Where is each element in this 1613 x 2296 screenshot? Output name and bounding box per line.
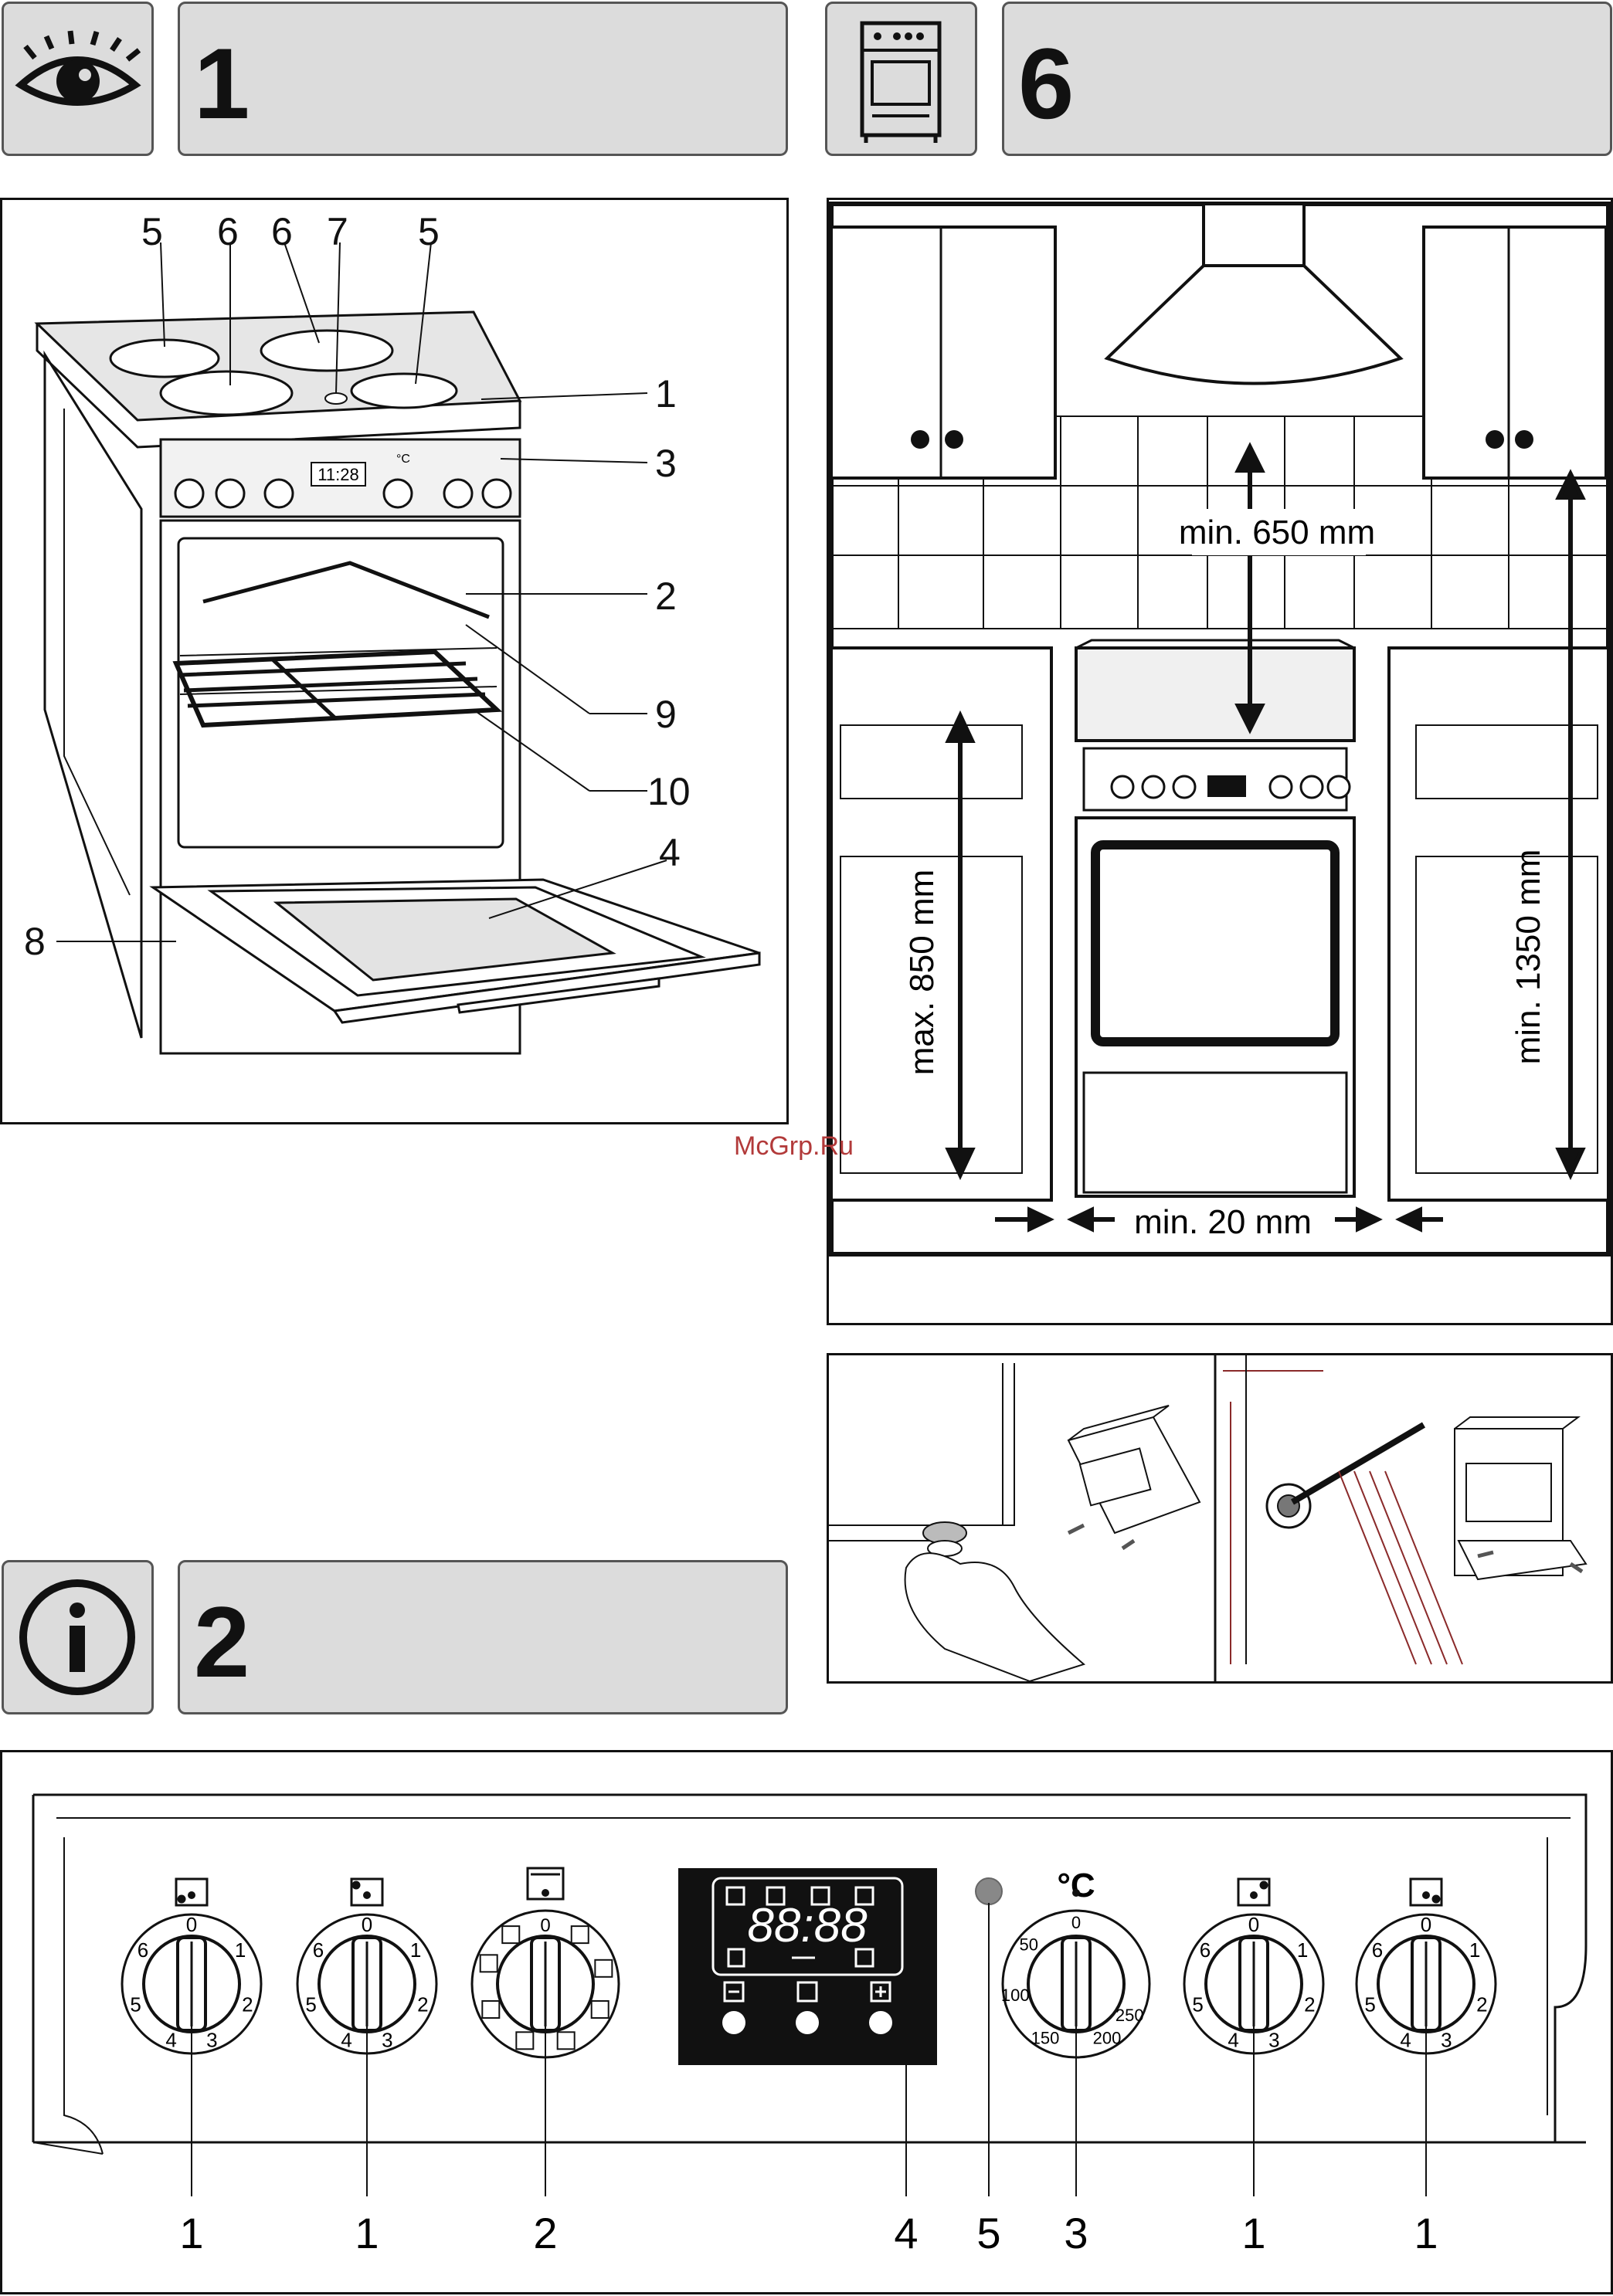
side-gap-label: min. 20 mm bbox=[1134, 1203, 1312, 1241]
watermark: McGrp.Ru bbox=[734, 1131, 854, 1162]
indicator-lamp bbox=[976, 1878, 1002, 1904]
callout-hotplate-small-right: 5 bbox=[418, 210, 440, 253]
cooker-icon-box bbox=[825, 2, 977, 156]
installation-figure: min. 650 mm max. 850 mm min. 1350 mm min… bbox=[827, 198, 1613, 1325]
knob-scale-label: 5 bbox=[305, 1992, 316, 2016]
callout-hotplate-knob-front-right: 1 bbox=[1414, 2209, 1438, 2257]
info-icon-box bbox=[2, 1560, 154, 1714]
callout-hotplate-knob-back-right: 1 bbox=[1241, 2209, 1265, 2257]
info-icon bbox=[4, 1562, 151, 1712]
knob-scale-label: 4 bbox=[1400, 2028, 1411, 2051]
section-number: 1 bbox=[194, 33, 250, 134]
cooker-overview-figure: 11:28 °C bbox=[0, 198, 789, 1124]
knob-scale-label: 5 bbox=[1192, 1992, 1203, 2016]
section-6-header: 6 bbox=[1002, 2, 1612, 156]
eye-icon bbox=[4, 4, 151, 154]
knob-scale-label: 2 bbox=[1476, 1992, 1487, 2016]
plus-button[interactable] bbox=[869, 2011, 892, 2034]
knob-scale-label: 0 bbox=[540, 1915, 550, 1936]
knob-scale-label: 0 bbox=[1421, 1913, 1431, 1936]
cooker-icon bbox=[827, 4, 975, 154]
callout-hotplate-large-right: 6 bbox=[271, 210, 293, 253]
levelling-figure bbox=[827, 1353, 1613, 1684]
thermostat-knob[interactable]: 0 50 100 150 200 250 bbox=[1001, 1889, 1149, 2057]
knob-scale-label: 6 bbox=[1200, 1938, 1211, 1962]
callout-oven-function-knob: 2 bbox=[533, 2209, 557, 2257]
knob-scale-label: 0 bbox=[1071, 1913, 1081, 1932]
display-digits: 88:88 bbox=[747, 1899, 868, 1952]
knob-scale-label: 0 bbox=[362, 1913, 372, 1936]
callout-oven: 2 bbox=[655, 575, 677, 618]
knob-scale-label: 2 bbox=[1304, 1992, 1315, 2016]
knob-scale-label: 100 bbox=[1001, 1986, 1030, 2005]
knob-scale-label: 6 bbox=[313, 1938, 324, 1962]
callout-hotplate-knob-back-left: 1 bbox=[355, 2209, 379, 2257]
overview-temp-unit: °C bbox=[396, 453, 410, 466]
knob-scale-label: 4 bbox=[1228, 2028, 1238, 2051]
knob-scale-label: 2 bbox=[417, 1992, 428, 2016]
knob-scale-label: 5 bbox=[130, 1992, 141, 2016]
callout-thermostat-knob: 3 bbox=[1064, 2209, 1088, 2257]
knob-scale-label: 1 bbox=[235, 1938, 246, 1962]
temperature-symbol: °C bbox=[1057, 1867, 1095, 1904]
knob-scale-label: 0 bbox=[1248, 1913, 1259, 1936]
knob-scale-label: 4 bbox=[165, 2028, 176, 2051]
knob-scale-label: 0 bbox=[186, 1913, 197, 1936]
minus-button[interactable] bbox=[722, 2011, 745, 2034]
callout-indicator: 7 bbox=[327, 210, 348, 253]
max-height-label: max. 850 mm bbox=[903, 870, 941, 1076]
knob-scale-label: 4 bbox=[341, 2028, 351, 2051]
knob-scale-label: 2 bbox=[242, 1992, 253, 2016]
cabinet-clearance-label: min. 1350 mm bbox=[1509, 850, 1547, 1065]
callout-shelf: 10 bbox=[647, 770, 691, 813]
installation-drawing: min. 650 mm max. 850 mm min. 1350 mm min… bbox=[829, 200, 1611, 1323]
timer-button[interactable] bbox=[796, 2011, 819, 2034]
knob-scale-label: 3 bbox=[1268, 2028, 1279, 2051]
knob-scale-label: 1 bbox=[1297, 1938, 1308, 1962]
oven-mode-icon bbox=[572, 1926, 589, 1943]
callout-hotplate-knob-front-left: 1 bbox=[179, 2209, 203, 2257]
knob-scale-label: 3 bbox=[206, 2028, 217, 2051]
knob-scale-label: 1 bbox=[410, 1938, 421, 1962]
callout-door: 4 bbox=[659, 831, 681, 874]
section-number: 2 bbox=[194, 1592, 250, 1692]
levelling-drawing bbox=[829, 1355, 1611, 1681]
callout-hotplate-small-left: 5 bbox=[141, 210, 163, 253]
oven-mode-icon bbox=[558, 2032, 575, 2049]
callout-hob: 1 bbox=[655, 372, 677, 415]
knob-scale-label: 6 bbox=[138, 1938, 148, 1962]
callout-indicator-lamp: 5 bbox=[976, 2209, 1000, 2257]
timer-display bbox=[678, 1868, 937, 2065]
knob-scale-label: 150 bbox=[1031, 2028, 1060, 2047]
callout-timer: 4 bbox=[894, 2209, 918, 2257]
knob-scale-label: 1 bbox=[1469, 1938, 1480, 1962]
section-2-header: 2 bbox=[178, 1560, 788, 1714]
cooker-overview-drawing: 11:28 °C bbox=[2, 200, 786, 1122]
hotplate-indicator-dot bbox=[178, 1896, 185, 1902]
knob-scale-label: 200 bbox=[1093, 2028, 1122, 2047]
oven-mode-icon bbox=[595, 1960, 612, 1977]
knob-scale-label: 3 bbox=[382, 2028, 392, 2051]
knob-scale-label: 250 bbox=[1116, 2006, 1144, 2025]
control-panel-drawing: °C 0123456012345601234560123456005010015… bbox=[2, 1752, 1611, 2292]
hood-clearance-label: min. 650 mm bbox=[1179, 514, 1375, 551]
oven-mode-icon bbox=[482, 2001, 499, 2018]
overview-display-time: 11:28 bbox=[318, 465, 358, 484]
oven-mode-icon bbox=[592, 2001, 609, 2018]
knob-scale-label: 6 bbox=[1372, 1938, 1383, 1962]
callout-control-panel: 3 bbox=[655, 442, 677, 485]
callout-grill-element: 9 bbox=[655, 693, 677, 736]
section-number: 6 bbox=[1018, 33, 1074, 134]
section-1-header: 1 bbox=[178, 2, 788, 156]
eye-icon-box bbox=[2, 2, 154, 156]
knob-scale-label: 50 bbox=[1019, 1935, 1037, 1955]
knob-scale-label: 3 bbox=[1441, 2028, 1452, 2051]
oven-mode-icon bbox=[502, 1926, 519, 1943]
oven-mode-icon bbox=[481, 1955, 497, 1972]
callout-drawer: 8 bbox=[24, 920, 46, 963]
callout-hotplate-large-left: 6 bbox=[217, 210, 239, 253]
oven-mode-icon bbox=[516, 2032, 533, 2049]
knob-scale-label: 5 bbox=[1364, 1992, 1375, 2016]
